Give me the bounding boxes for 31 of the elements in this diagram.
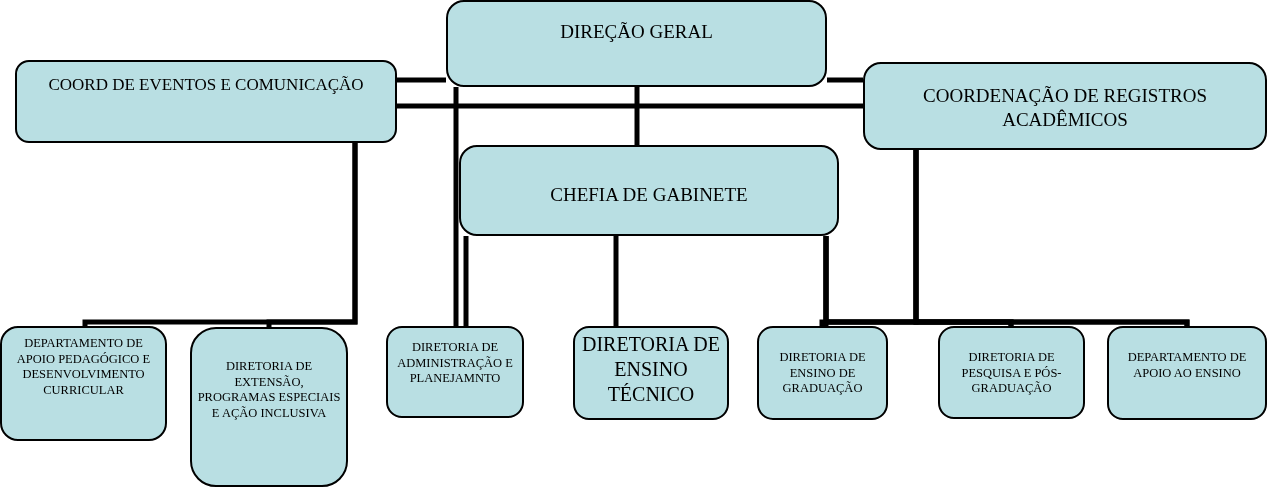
org-unit-box xyxy=(573,326,729,420)
unit-name: DEPARTAMENTO DE APOIO PEDAGÓGICO E DESENVOLVIMENTO CURRICULAR xyxy=(15,336,152,399)
org-unit-box xyxy=(863,62,1267,150)
unit-name: COORDENAÇÃO DE REGISTROS ACADÊMICOS xyxy=(922,84,1208,132)
org-unit-box xyxy=(15,60,397,143)
org-unit-box xyxy=(938,326,1085,419)
connector-line xyxy=(266,143,358,327)
unit-name: DIRETORIA DE ADMINISTRAÇÃO E PLANEJAMNTO xyxy=(396,340,514,387)
org-unit-box xyxy=(0,326,167,441)
unit-name: DIRETORIA DE ENSINO DE GRADUAÇÃO xyxy=(778,350,867,397)
unit-name: COORD DE EVENTOS E COMUNICAÇÃO xyxy=(48,74,364,96)
connector-line xyxy=(397,77,446,83)
unit-name: DIRETORIA DE EXTENSÃO, PROGRAMAS ESPECIAIS E AÇÃO INCLUSIVA xyxy=(196,359,342,422)
unit-name: DEPARTAMENTO DE APOIO AO ENSINO xyxy=(1126,350,1248,382)
org-unit-box xyxy=(446,0,827,87)
org-unit-box xyxy=(190,327,348,487)
unit-name: DIREÇÃO GERAL xyxy=(560,20,713,44)
org-unit-box xyxy=(757,326,888,420)
org-unit-box xyxy=(1107,326,1267,420)
connector-line xyxy=(613,236,619,326)
org-unit-box xyxy=(386,326,524,418)
connector-line xyxy=(453,87,459,326)
connector-line xyxy=(634,87,640,145)
unit-name: DIRETORIA DE PESQUISA E PÓS-GRADUAÇÃO xyxy=(960,350,1063,397)
connector-line xyxy=(827,77,863,83)
connector-line xyxy=(913,150,1190,327)
unit-name: CHEFIA DE GABINETE xyxy=(550,183,748,207)
connector-line xyxy=(397,103,863,109)
unit-name: DIRETORIA DE ENSINO TÉCNICO xyxy=(581,332,721,407)
org-unit-box xyxy=(459,145,839,236)
connector-line xyxy=(463,236,469,326)
